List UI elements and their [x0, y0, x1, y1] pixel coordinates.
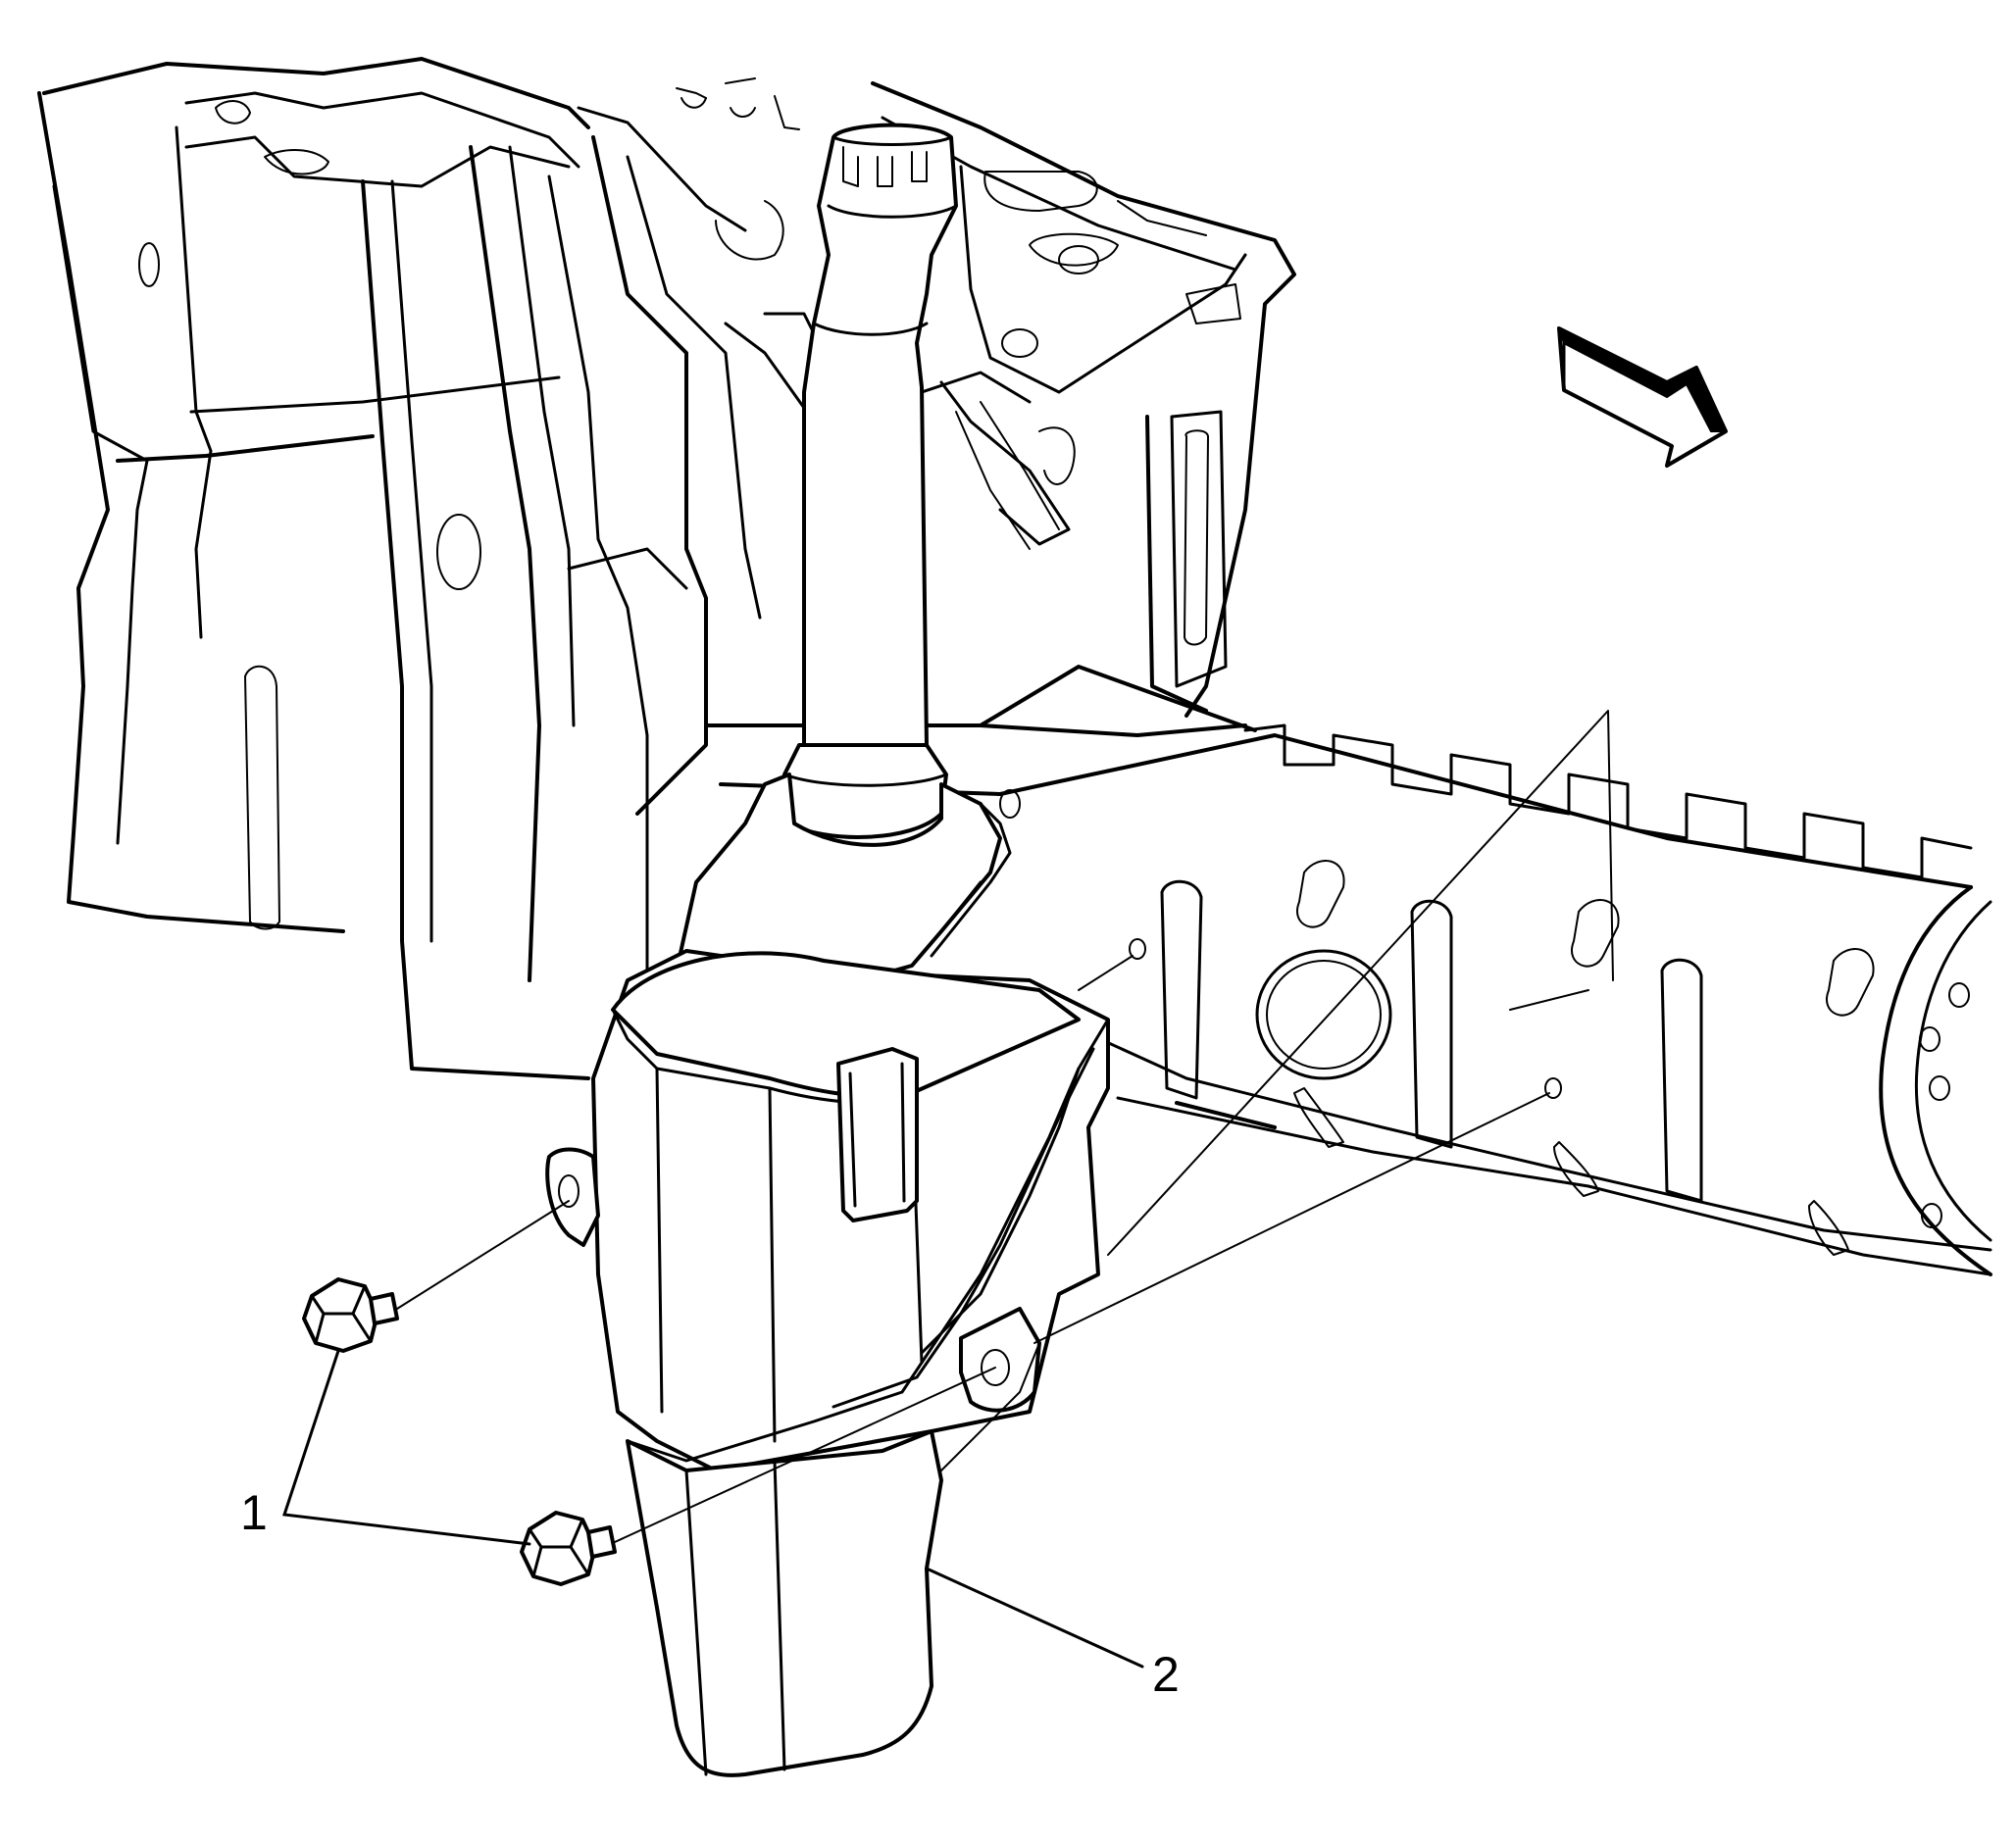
body-structure — [37, 57, 1992, 1276]
washer-fluid-reservoir — [545, 123, 1110, 1777]
installation-lines — [396, 710, 1614, 1543]
callout-reservoir-label: 2 — [1152, 1647, 1180, 1702]
front-direction-arrow-icon — [1557, 326, 1728, 468]
bolt-lower — [520, 1511, 617, 1586]
callout-2: 2 — [925, 1567, 1180, 1702]
callout-bolt-label: 1 — [240, 1485, 268, 1540]
callout-1: 1 — [240, 1349, 531, 1546]
bolt-upper — [302, 1277, 399, 1353]
